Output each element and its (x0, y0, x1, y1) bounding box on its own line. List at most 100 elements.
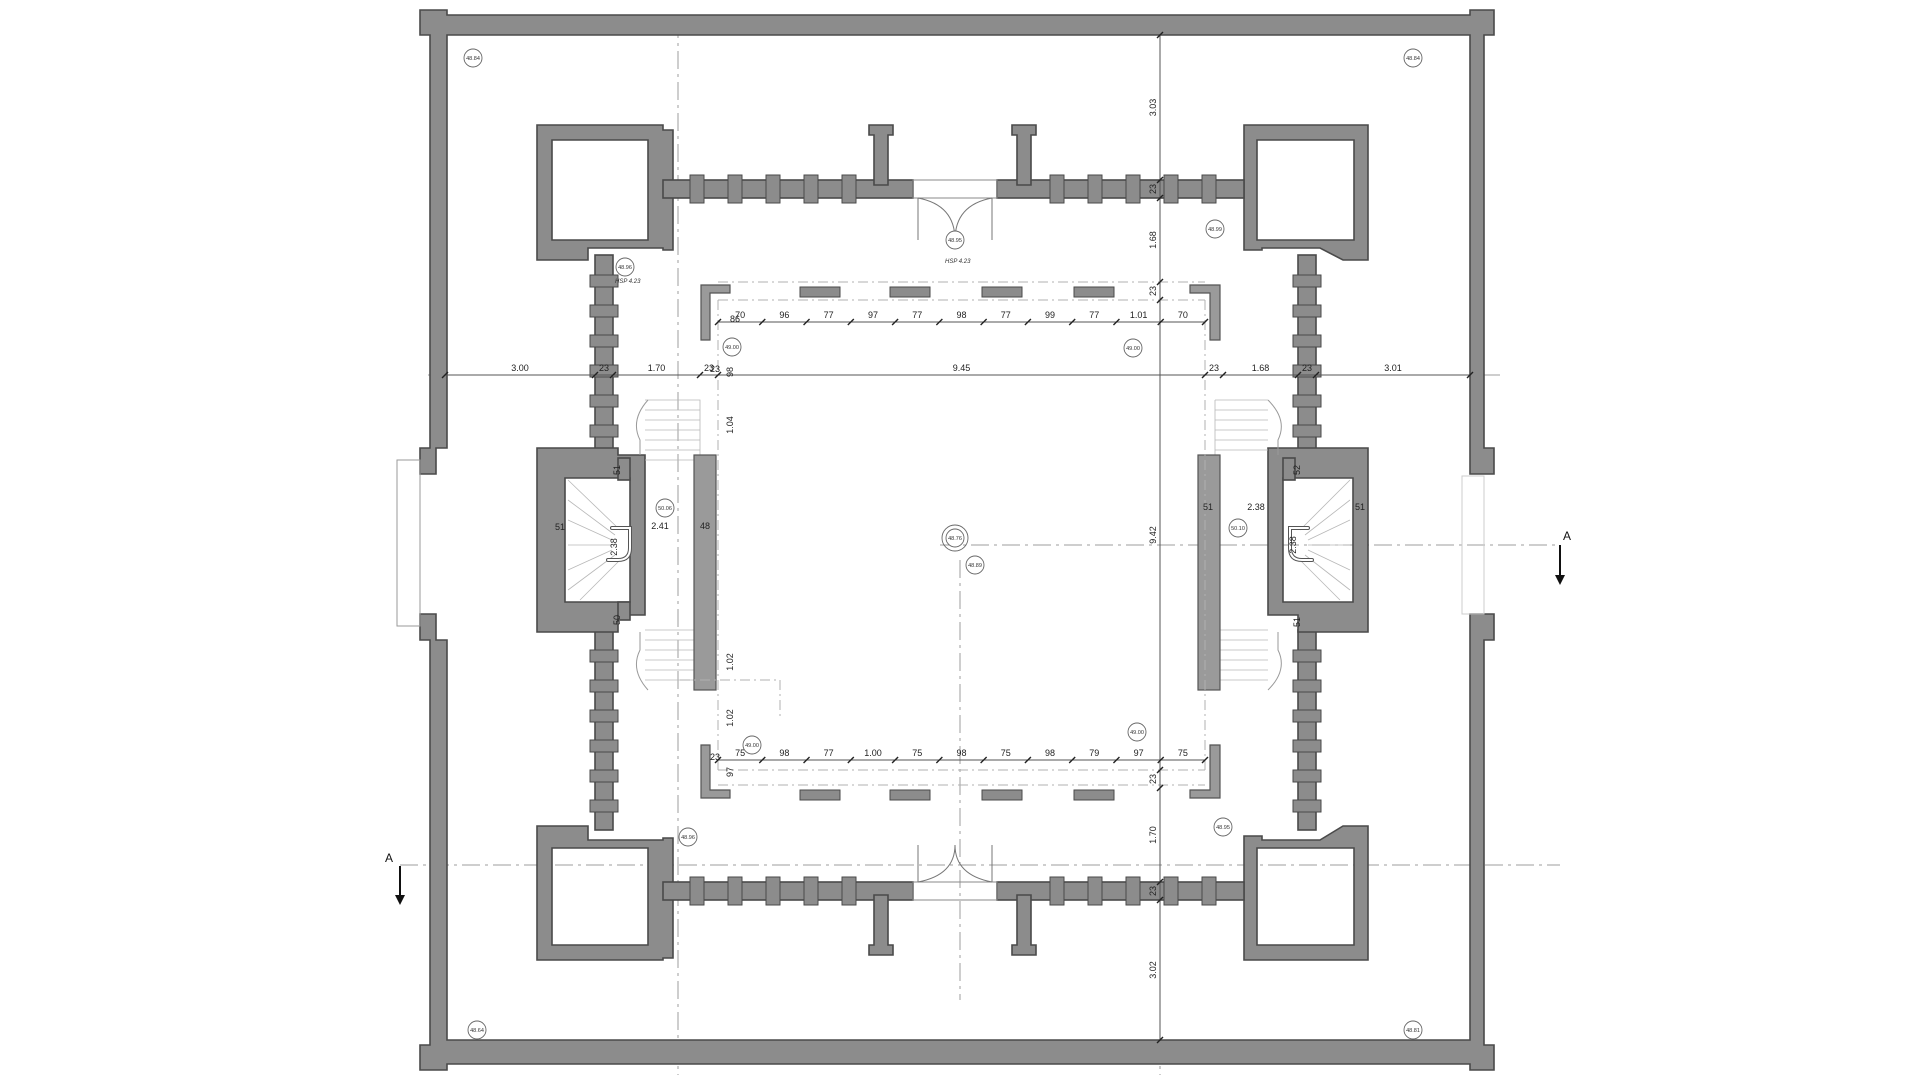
dim-label-v-8: 3.02 (1148, 961, 1158, 979)
top-gallery-wall (662, 124, 1245, 204)
dim-label-right-stair-5: 51 (1292, 617, 1302, 627)
dim-label-v-4: 9.42 (1148, 526, 1158, 544)
dim-label-top-3: 97 (868, 310, 878, 320)
dim-label-left-stair-13: 23 (710, 752, 720, 762)
dim-label-left-stair-0: 51 (555, 522, 565, 532)
door-top-entrance (917, 197, 993, 241)
bastion-bottom-left (536, 825, 674, 961)
stair-tower-right (1267, 447, 1369, 633)
dim-label-bottom-5: 98 (956, 748, 966, 758)
dim-label-left-stair-2: 48 (700, 521, 710, 531)
dim-label-h-3: 23 (704, 363, 714, 373)
dim-label-top-7: 99 (1045, 310, 1055, 320)
dim-label-top-9: 1.01 (1130, 310, 1148, 320)
dim-label-v-2: 1.68 (1148, 231, 1158, 249)
section-label-right: A (1563, 529, 1571, 543)
svg-text:48.84: 48.84 (1406, 56, 1420, 62)
dim-label-bottom-4: 75 (912, 748, 922, 758)
dim-label-top-1: 96 (779, 310, 789, 320)
section-marker-left: A (385, 851, 405, 905)
svg-text:48.96: 48.96 (681, 835, 695, 841)
dim-label-bottom-3: 1.00 (864, 748, 882, 758)
dim-label-left-stair-5: 50 (612, 615, 622, 625)
dim-label-bottom-10: 75 (1178, 748, 1188, 758)
dim-label-bottom-6: 75 (1001, 748, 1011, 758)
svg-text:49.00: 49.00 (1130, 730, 1144, 736)
section-label-left: A (385, 851, 393, 865)
dim-label-top-6: 77 (1001, 310, 1011, 320)
dim-label-left-stair-7: 1.02 (725, 653, 735, 671)
dim-label-bottom-7: 98 (1045, 748, 1055, 758)
courtyard-inner-walls (680, 281, 1221, 801)
svg-text:50.10: 50.10 (1231, 526, 1245, 532)
dim-label-left-stair-9: 98 (725, 367, 735, 377)
svg-text:48.95: 48.95 (948, 238, 962, 244)
dim-label-h-7: 23 (1302, 363, 1312, 373)
dim-label-v-7: 23 (1148, 886, 1158, 896)
dim-label-left-stair-1: 2.41 (651, 521, 669, 531)
dim-label-v-3: 23 (1148, 286, 1158, 296)
dim-label-top-4: 77 (912, 310, 922, 320)
bastion-bottom-right (1243, 825, 1369, 961)
bastion-top-left (536, 124, 674, 261)
level-marker-center-top: 48.76 (945, 528, 965, 548)
svg-text:49.00: 49.00 (745, 743, 759, 749)
dim-label-right-stair-2: 51 (1355, 502, 1365, 512)
dim-label-left-stair-3: 51 (612, 465, 622, 475)
dim-label-v-0: 3.03 (1148, 99, 1158, 117)
bottom-gallery-wall (662, 876, 1245, 956)
level-marker-right-lower-corridor: 48.95 (1213, 817, 1233, 837)
svg-text:48.76: 48.76 (948, 536, 962, 542)
dim-label-right-stair-3: 52 (1292, 465, 1302, 475)
level-marker-left-upper-corridor: 48.96 (615, 257, 635, 277)
outer-enclosure-wall (396, 9, 1495, 1071)
dim-label-h-6: 1.68 (1252, 363, 1270, 373)
dim-label-right-stair-4: 2.38 (1288, 536, 1298, 554)
dim-label-v-6: 1.70 (1148, 826, 1158, 844)
level-marker-top-entrance: 48.95 (945, 230, 965, 250)
dim-label-top-0: 70 (735, 310, 745, 320)
level-marker-top-left-corner: 48.84 (463, 48, 483, 68)
level-marker-court-nw: 49.00 (722, 337, 742, 357)
dim-label-left-stair-8: 1.02 (725, 709, 735, 727)
dim-label-v-1: 23 (1148, 184, 1158, 194)
dim-label-top-5: 98 (956, 310, 966, 320)
svg-text:49.00: 49.00 (725, 345, 739, 351)
dim-label-h-4: 9.45 (953, 363, 971, 373)
dim-label-top-8: 77 (1089, 310, 1099, 320)
dim-label-bottom-1: 98 (779, 748, 789, 758)
dim-label-bottom-9: 97 (1134, 748, 1144, 758)
stair-right-flights (1214, 399, 1351, 691)
level-marker-court-se: 49.00 (1127, 722, 1147, 742)
stair-left-flights (567, 399, 701, 691)
svg-text:48.84: 48.84 (466, 56, 480, 62)
stair-tower-left (536, 447, 646, 633)
dim-label-bottom-8: 79 (1089, 748, 1099, 758)
dim-label-left-stair-11: 86 (730, 314, 740, 324)
dim-label-bottom-0: 75 (735, 748, 745, 758)
section-marker-right: A (1555, 529, 1571, 585)
svg-text:48.89: 48.89 (968, 563, 982, 569)
dim-label-h-1: 23 (599, 363, 609, 373)
svg-text:49.00: 49.00 (1126, 346, 1140, 352)
svg-text:48.64: 48.64 (470, 1028, 484, 1034)
level-marker-top-right-corner: 48.84 (1403, 48, 1423, 68)
dim-label-left-stair-10: 97 (725, 767, 735, 777)
level-marker-center-bottom: 48.89 (965, 555, 985, 575)
svg-text:48.99: 48.99 (1208, 227, 1222, 233)
level-marker-left-lower-corridor: 48.96 (678, 827, 698, 847)
bastion-top-right (1243, 124, 1369, 261)
level-marker-court-ne: 49.00 (1123, 338, 1143, 358)
left-gallery-wall (589, 254, 619, 831)
level-marker-right-stair: 50.10 (1228, 518, 1248, 538)
hsp-note-top: HSP 4.23 (945, 259, 971, 265)
dim-label-right-stair-1: 2.38 (1247, 502, 1265, 512)
dim-label-left-stair-12: 23 (710, 364, 720, 374)
dim-label-h-8: 3.01 (1384, 363, 1402, 373)
dim-label-h-0: 3.00 (511, 363, 529, 373)
